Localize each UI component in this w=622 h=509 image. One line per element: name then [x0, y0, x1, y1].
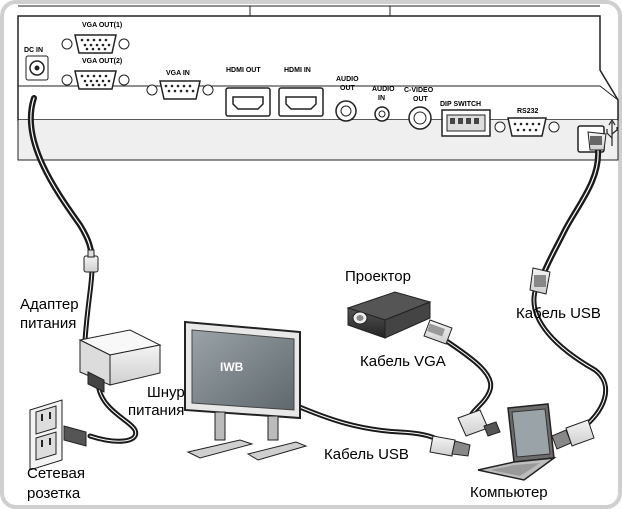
cord-label-1: Шнур [147, 384, 185, 401]
audio-out-port [335, 100, 357, 122]
projector-label: Проектор [345, 268, 411, 285]
audio-in-port [374, 106, 390, 122]
audio-in-label-2: IN [378, 95, 385, 102]
vga-in-label: VGA IN [166, 70, 190, 77]
dip-switch-port [441, 109, 491, 137]
power-adapter [78, 329, 162, 393]
laptop [477, 403, 557, 481]
audio-out-label-2: OUT [340, 85, 356, 92]
usb-cable-right-label: Кабель USB [516, 305, 601, 322]
vga-cable-label: Кабель VGA [360, 353, 446, 370]
dip-switch-label: DIP SWITCH [440, 101, 481, 108]
cvideo-out-label-2: OUT [413, 96, 429, 103]
iwb-label: IWB [220, 360, 244, 374]
iwb-board [184, 320, 308, 461]
outlet-label-1: Сетевая [27, 465, 85, 482]
vga-plug-projector [423, 319, 453, 345]
dc-plug [83, 249, 99, 273]
vga-out-2-label: VGA OUT(2) [82, 58, 122, 65]
dc-in-label: DC IN [24, 47, 43, 54]
cvideo-out-label-1: C-VIDEO [404, 87, 434, 94]
adapter-label-1: Адаптер [20, 296, 79, 313]
vga-out-2-port [61, 70, 130, 90]
usb-icon [606, 118, 618, 146]
computer-label: Компьютер [470, 484, 548, 501]
hdmi-in-label: HDMI IN [284, 67, 311, 74]
cord-label-2: питания [128, 402, 185, 419]
device-back-panel [17, 5, 619, 161]
cvideo-out-port [408, 106, 432, 130]
usb-b-connector [529, 267, 551, 295]
vga-in-port [146, 80, 214, 100]
hdmi-out-port [225, 87, 271, 117]
adapter-label-2: питания [20, 315, 77, 332]
dc-in-port [25, 55, 49, 81]
hdmi-out-label: HDMI OUT [226, 67, 261, 74]
vga-out-1-label: VGA OUT(1) [82, 22, 122, 29]
usb-cable-iwb [292, 402, 441, 443]
outlet-label-2: розетка [27, 485, 81, 502]
usb-b-plug-device [587, 131, 607, 151]
hdmi-in-port [278, 87, 324, 117]
audio-out-label-1: AUDIO [336, 76, 359, 83]
projector [346, 291, 432, 339]
usb-a-plug-iwb [429, 435, 471, 457]
wall-outlet [29, 399, 87, 471]
usb-cable-bottom-label: Кабель USB [324, 446, 409, 463]
audio-in-label-1: AUDIO [372, 86, 395, 93]
rs232-label: RS232 [517, 108, 539, 115]
vga-out-1-port [61, 34, 130, 54]
vga-cable [442, 337, 494, 423]
vga-plug-laptop [457, 409, 501, 437]
usb-a-plug-right [551, 419, 595, 450]
rs232-port [494, 117, 560, 137]
